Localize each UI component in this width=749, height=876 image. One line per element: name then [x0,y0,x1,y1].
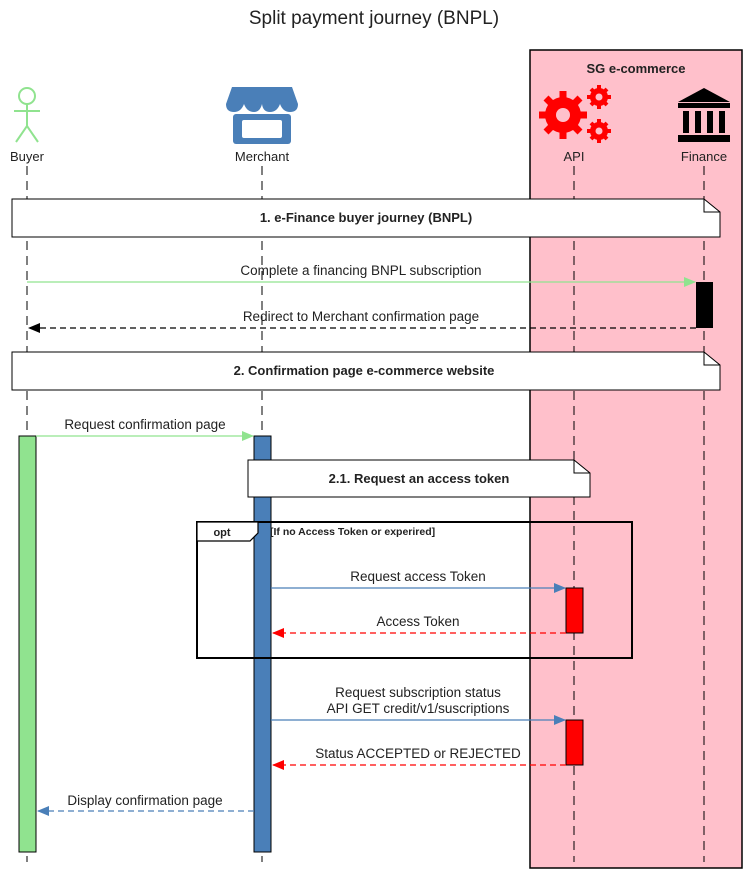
api-activation-bar-2 [565,719,584,766]
note-buyer-journey-label: 1. e-Finance buyer journey (BNPL) [260,210,472,225]
actor-label-buyer: Buyer [10,149,45,164]
message-label-access-token: Access Token [376,614,459,629]
actor-label-finance: Finance [681,149,727,164]
buyer-activation-bar [18,435,37,853]
message-label-redirect: Redirect to Merchant confirmation page [243,309,479,324]
group-label: SG e-commerce [587,61,686,76]
finance-activation-bar [696,282,713,328]
diagram-title: Split payment journey (BNPL) [249,8,499,29]
bank-icon [678,88,730,142]
gears-icon [539,85,611,143]
opt-fragment-label: opt [213,527,230,539]
note-buyer-journey: 1. e-Finance buyer journey (BNPL) [11,198,721,238]
message-label-subscription-status-1: Request subscription status [335,685,501,700]
sg-ecommerce-group [529,49,743,869]
merchant-activation-bar [253,435,272,853]
message-label-request-confirmation: Request confirmation page [64,417,225,432]
opt-fragment-guard: [If no Access Token or experired] [270,526,435,538]
message-label-status-result: Status ACCEPTED or REJECTED [315,746,521,761]
note-access-token: 2.1. Request an access token [247,459,591,498]
stick-figure-icon [14,87,40,143]
message-label-display-confirmation: Display confirmation page [67,793,222,808]
message-label-subscription: Complete a financing BNPL subscription [240,263,481,278]
message-label-request-token: Request access Token [350,569,486,584]
actor-label-api: API [564,149,585,164]
note-confirmation-page-label: 2. Confirmation page e-commerce website [234,363,495,378]
opt-fragment: opt [If no Access Token or experired] [196,521,633,659]
storefront-icon [226,87,298,144]
note-access-token-label: 2.1. Request an access token [329,471,510,486]
actor-label-merchant: Merchant [235,149,290,164]
message-label-subscription-status-2: API GET credit/v1/suscriptions [327,701,510,716]
api-activation-bar-1 [565,587,584,634]
note-confirmation-page: 2. Confirmation page e-commerce website [11,351,721,391]
